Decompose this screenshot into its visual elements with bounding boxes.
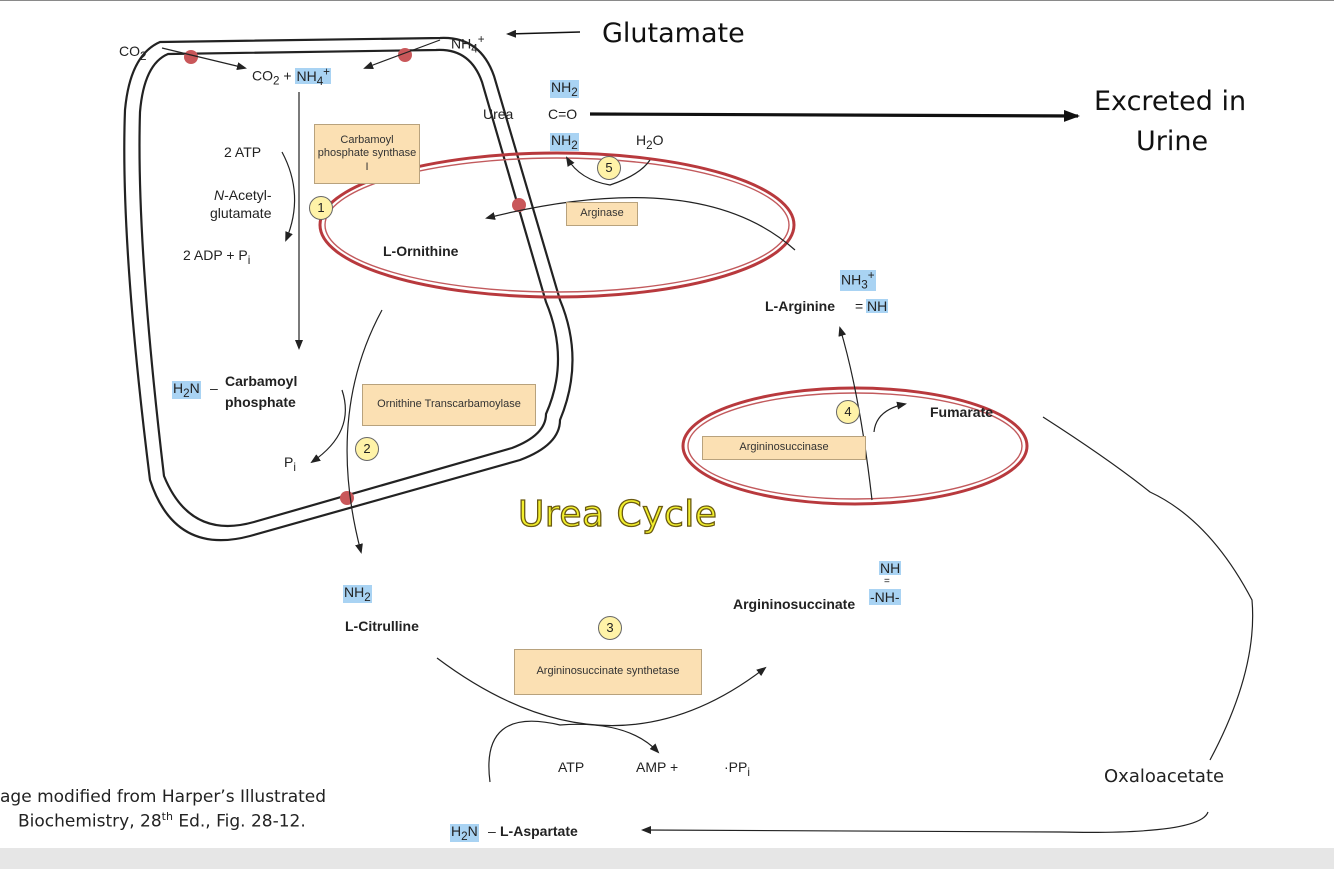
pi-label: Pi <box>284 454 296 474</box>
enzyme-otc: Ornithine Transcarbamoylase <box>362 384 536 426</box>
urea-label: Urea <box>483 106 514 122</box>
image-credit-line2: Biochemistry, 28th Ed., Fig. 28-12. <box>18 810 306 832</box>
aspartate-label: L-Aspartate <box>500 823 578 839</box>
amp-label: AMP + <box>636 759 679 775</box>
atp-label: ATP <box>558 759 585 775</box>
aspartate-h2n: H2N <box>450 823 479 843</box>
ornithine-emphasis-ring-inner <box>324 157 790 293</box>
argininosuccinate-nh-top: NH <box>879 560 902 576</box>
citrulline-label: L-Citrulline <box>345 618 419 634</box>
fumarate-label: Fumarate <box>930 404 994 420</box>
transporter-co2 <box>184 50 198 64</box>
argininosuccinate-label: Argininosuccinate <box>733 596 856 612</box>
urea-nh2-top: NH2 <box>550 79 579 99</box>
excreted-label-line1: Excreted in <box>1094 86 1247 117</box>
adp-pi-label: 2 ADP + Pi <box>183 247 251 267</box>
urea-nh2-bottom: NH2 <box>550 132 579 152</box>
urea-cycle-title: Urea Cycle <box>517 493 718 535</box>
citrulline-nh2: NH2 <box>343 584 372 604</box>
mitochondrion-inner-membrane <box>138 48 560 527</box>
carbamoyl-dash: – <box>210 380 218 396</box>
enzyme-argininosuccinase: Argininosuccinase <box>702 436 866 460</box>
n-acetylglutamate-label: glutamate <box>210 205 272 221</box>
oxaloacetate-label: Oxaloacetate <box>1104 766 1225 787</box>
step-4: 4 <box>836 400 860 424</box>
transporter-citrulline <box>340 491 354 505</box>
co2-outside: CO2 <box>119 43 147 63</box>
atp-2-label: 2 ATP <box>224 144 262 160</box>
arginine-nh: NH <box>866 298 889 314</box>
enzyme-cps: Carbamoyl phosphate synthase I <box>314 124 420 184</box>
step-5: 5 <box>597 156 621 180</box>
step-1: 1 <box>309 196 333 220</box>
arginine-nh3: NH3+ <box>840 269 876 292</box>
co2-plus-nh4: CO2 + NH4+ <box>252 65 331 88</box>
arginine-eq: = <box>855 298 864 314</box>
enzyme-arginase: Arginase <box>566 202 638 226</box>
urea-carbonyl: C=O <box>548 106 578 122</box>
image-credit-line1: age modified from Harper’s Illustrated <box>0 787 327 807</box>
argininosuccinate-double-bond: = <box>884 576 890 587</box>
arginine-label: L-Arginine <box>765 298 835 314</box>
h2o-label: H2O <box>636 132 664 152</box>
slide <box>0 0 1334 849</box>
argininosuccinate-nh-side: -NH- <box>869 589 901 605</box>
ornithine-emphasis-ring <box>318 151 796 299</box>
carbamoyl-label-1: Carbamoyl <box>225 373 298 389</box>
carbamoyl-h2n: H2N <box>172 380 201 400</box>
mitochondrion-outer-membrane <box>123 36 574 542</box>
nh4-outside: NH4+ <box>451 33 485 56</box>
step-2: 2 <box>355 437 379 461</box>
enzyme-ass: Argininosuccinate synthetase <box>514 649 702 695</box>
excreted-label-line2: Urine <box>1136 126 1209 157</box>
carbamoyl-label-2: phosphate <box>225 394 296 410</box>
glutamate-label: Glutamate <box>602 18 745 49</box>
footer-bar <box>0 848 1334 869</box>
ppi-label: ·PPi <box>724 759 750 779</box>
transporter-ornithine <box>512 198 526 212</box>
step-3: 3 <box>598 616 622 640</box>
aspartate-dash: – <box>488 823 496 839</box>
argininosuccinase-emphasis-ring-inner <box>687 392 1023 500</box>
n-acetyl-label: N-Acetyl- <box>214 187 272 203</box>
ornithine-label: L-Ornithine <box>383 243 459 259</box>
